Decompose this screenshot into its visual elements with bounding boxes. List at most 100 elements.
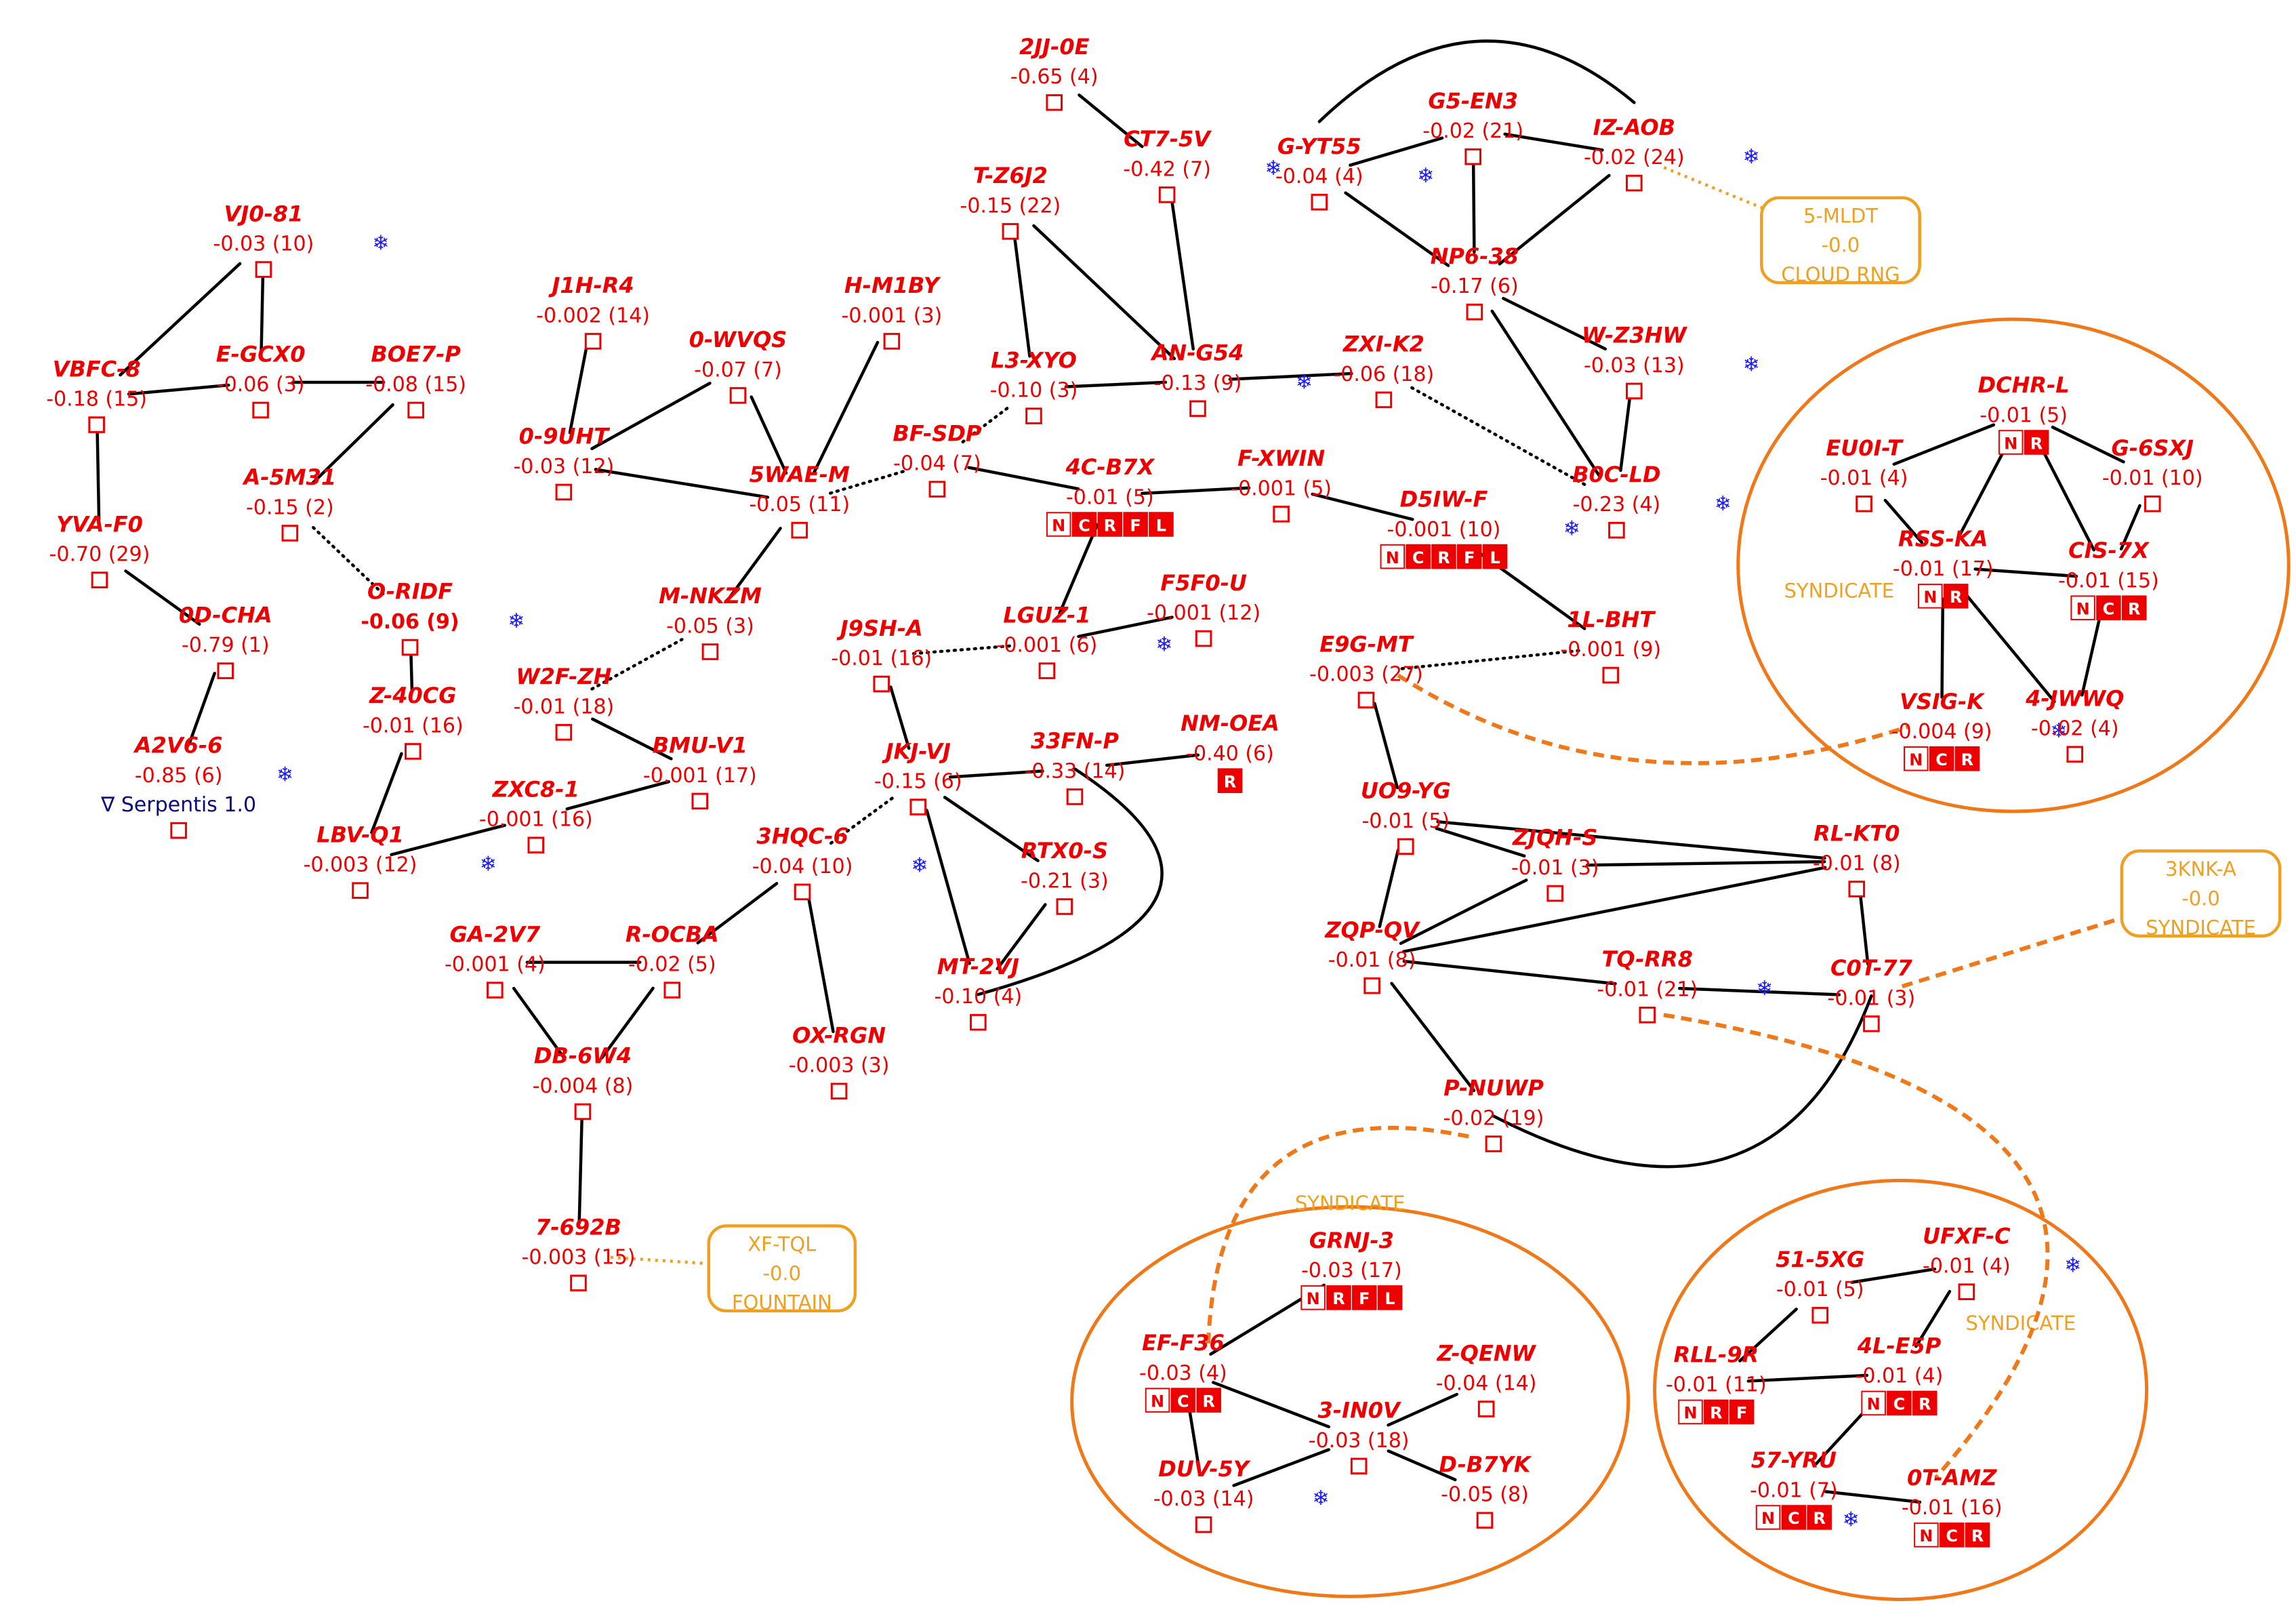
system-name[interactable]: VSIG-K [1900,689,1985,714]
system-name[interactable]: UFXF-C [1923,1223,2011,1249]
system-name[interactable]: 57-YRU [1751,1447,1837,1473]
system-node[interactable]: 5WAE-M-0.05 (11) [749,462,850,539]
system-node[interactable]: 33FN-P-0.33 (14) [1025,728,1126,805]
system-name[interactable]: YVA-F0 [56,511,143,537]
system-node[interactable]: EU0I-T-0.01 (4) [1820,435,1908,512]
system-node[interactable]: OX-RGN-0.003 (3) [789,1022,890,1100]
system-name[interactable]: L3-XYO [991,347,1077,373]
system-name[interactable]: J9SH-A [836,615,923,641]
system-node[interactable]: F5F0-U-0.001 (12) [1147,570,1260,647]
system-name[interactable]: BF-SDP [893,420,982,446]
system-name[interactable]: W2F-ZH [516,664,611,689]
system-name[interactable]: VJ0-81 [224,201,304,226]
system-node[interactable]: G5-EN3-0.02 (21) [1422,88,1523,165]
system-node[interactable]: P-NUWP-0.02 (19) [1443,1075,1544,1152]
system-node[interactable]: IZ-AOB-0.02 (24)❄ [1584,115,1760,192]
system-name[interactable]: G-6SXJ [2112,435,2194,461]
system-name[interactable]: E9G-MT [1319,632,1414,658]
system-node[interactable]: ZXI-K2-0.06 (18) [1333,331,1434,409]
system-node[interactable]: BOE7-P-0.08 (15) [365,342,466,419]
system-name[interactable]: TQ-RR8 [1602,946,1693,972]
system-node[interactable]: TQ-RR8-0.01 (21)❄ [1597,946,1773,1024]
system-name[interactable]: 7-692B [535,1214,621,1240]
system-node[interactable]: LBV-Q1-0.003 (12)❄ [304,822,497,900]
system-node[interactable]: YVA-F0-0.70 (29) [49,511,150,588]
system-node[interactable]: F-XWIN-0.001 (5) [1231,445,1332,523]
system-name[interactable]: 1L-BHT [1567,607,1656,632]
system-name[interactable]: 4-JWWQ [2025,685,2124,711]
system-name[interactable]: 0T-AMZ [1907,1465,1997,1491]
system-name[interactable]: H-M1BY [844,272,941,298]
system-name[interactable]: CT7-5V [1124,126,1212,152]
system-name[interactable]: ZXI-K2 [1342,331,1424,357]
system-name[interactable]: G5-EN3 [1428,88,1518,114]
system-node[interactable]: A-5M31-0.15 (2) [241,464,336,542]
system-name[interactable]: EF-F36 [1142,1330,1225,1356]
system-node[interactable]: M-NKZM-0.05 (3) [659,583,762,660]
system-node[interactable]: J9SH-A-0.01 (16) [831,615,932,693]
system-name[interactable]: RTX0-S [1021,838,1108,864]
system-node[interactable]: BMU-V1-0.001 (17) [643,733,757,810]
system-node[interactable]: D-B7YK-0.05 (8) [1439,1452,1532,1529]
system-name[interactable]: RLL-9R [1674,1341,1759,1367]
system-node[interactable]: L3-XYO-0.10 (3) [990,347,1078,424]
system-name[interactable]: NM-OEA [1181,710,1279,736]
system-name[interactable]: 0-9UHT [519,424,611,449]
system-node[interactable]: DB-6W4-0.004 (8) [533,1043,634,1120]
system-name[interactable]: 4L-E5P [1857,1333,1942,1359]
system-node[interactable]: W2F-ZH-0.01 (18) [513,664,614,741]
system-name[interactable]: BMU-V1 [653,733,747,759]
system-node[interactable]: VJ0-81-0.03 (10)❄ [213,201,390,278]
system-node[interactable]: JKJ-VJ-0.15 (6) [874,738,962,815]
system-name[interactable]: DUV-5Y [1158,1456,1251,1482]
system-node[interactable]: UFXF-C-0.01 (4)❄ [1923,1223,2081,1301]
system-node[interactable]: J1H-R4-0.002 (14) [536,272,650,350]
system-name[interactable]: BOE7-P [371,342,461,367]
system-name[interactable]: F5F0-U [1160,570,1247,596]
system-name[interactable]: 3-IN0V [1318,1398,1402,1423]
system-node[interactable]: RTX0-S-0.21 (3) [1021,838,1109,915]
system-node[interactable]: O-RIDF-0.06 (9)❄ [361,579,525,656]
system-name[interactable]: UO9-YG [1361,778,1451,804]
system-node[interactable]: 7-692B-0.003 (15) [522,1214,636,1292]
system-name[interactable]: J1H-R4 [548,272,634,298]
system-name[interactable]: RSS-KA [1898,526,1988,552]
system-name[interactable]: E-GCX0 [216,342,306,367]
system-name[interactable]: 33FN-P [1031,728,1119,754]
system-name[interactable]: GRNJ-3 [1309,1228,1394,1253]
system-name[interactable]: T-Z6J2 [973,163,1048,188]
system-node[interactable]: NP6-38-0.17 (6) [1431,243,1519,321]
system-name[interactable]: IZ-AOB [1593,115,1675,140]
system-node[interactable]: 2JJ-0E-0.65 (4) [1010,34,1099,111]
system-name[interactable]: G-YT55 [1277,134,1361,159]
system-name[interactable]: 2JJ-0E [1019,34,1090,60]
system-name[interactable]: 4C-B7X [1065,454,1155,480]
system-node[interactable]: 3HQC-6-0.04 (10)❄ [752,824,928,901]
system-node[interactable]: MT-2VJ-0.10 (4) [935,954,1023,1031]
system-node[interactable]: UO9-YG-0.01 (5) [1361,778,1451,855]
system-node[interactable]: Z-40CG-0.01 (16) [363,683,464,760]
system-node[interactable]: CT7-5V-0.42 (7)❄ [1123,126,1282,203]
system-name[interactable]: CIS-7X [2068,538,2150,563]
system-node[interactable]: E-GCX0-0.06 (3) [216,342,306,419]
system-node[interactable]: 0-WVQS-0.07 (7) [689,327,787,404]
system-name[interactable]: A2V6-6 [133,733,223,759]
system-name[interactable]: 3HQC-6 [756,824,848,849]
system-node[interactable]: AN-G54-0.13 (9)❄ [1150,340,1313,418]
system-node[interactable]: VBFC-8-0.18 (15) [46,356,147,433]
system-node[interactable]: W-Z3HW-0.03 (13)❄ [1582,323,1760,400]
system-name[interactable]: W-Z3HW [1582,323,1687,348]
system-node[interactable]: ZJQH-S-0.01 (3) [1511,825,1599,902]
system-name[interactable]: M-NKZM [659,583,762,609]
system-name[interactable]: A-5M31 [241,464,336,490]
system-node[interactable]: T-Z6J2-0.15 (22) [960,163,1061,240]
